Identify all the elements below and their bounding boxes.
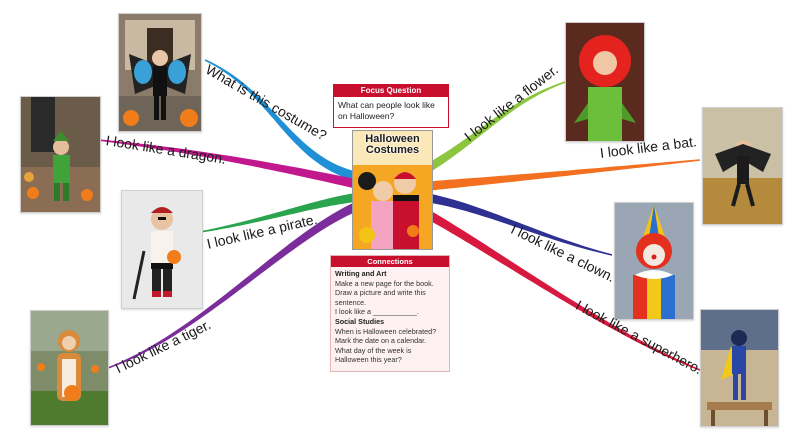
branch-pirate (199, 190, 376, 233)
branch-butterfly (204, 59, 376, 185)
connections-heading: Connections (331, 256, 449, 267)
focus-question-text: What can people look like on Halloween? (338, 100, 435, 121)
connections-card: Connections Writing and Art Make a new p… (330, 255, 450, 372)
branch-tiger (107, 195, 377, 369)
focus-question-card: Focus Question What can people look like… (333, 84, 449, 128)
connections-body: Writing and Art Make a new page for the … (331, 267, 449, 367)
social-studies-line: Halloween this year? (335, 355, 402, 365)
photo-dragon (20, 96, 101, 213)
social-studies-line: What day of the week is (335, 345, 412, 355)
writing-art-line: Make a new page for the book. (335, 278, 434, 288)
photo-butterfly (118, 13, 202, 132)
branch-superhero (402, 197, 701, 371)
branch-bat (404, 159, 701, 193)
photo-pirate (121, 190, 203, 309)
photo-flower (565, 22, 645, 142)
photo-clown (614, 202, 694, 320)
photo-superhero (700, 309, 779, 427)
writing-art-line: I look like a ___________. (335, 307, 419, 317)
social-studies-line: When is Halloween celebrated? (335, 326, 437, 336)
branch-clown (404, 190, 613, 256)
social-studies-line: Mark the date on a calendar. (335, 336, 427, 346)
focus-question-heading: Focus Question (334, 85, 448, 97)
photo-bat (702, 107, 783, 225)
photo-tiger (30, 310, 109, 426)
writing-art-line: sentence. (335, 297, 367, 307)
writing-art-heading: Writing and Art (335, 269, 387, 278)
book-cover-art (353, 131, 432, 249)
social-studies-heading: Social Studies (335, 316, 385, 326)
writing-art-line: Draw a picture and write this (335, 288, 426, 298)
book-title: Halloween Costumes (365, 133, 420, 156)
branch-flower (402, 81, 566, 185)
book-cover: Halloween Costumes (352, 130, 433, 250)
